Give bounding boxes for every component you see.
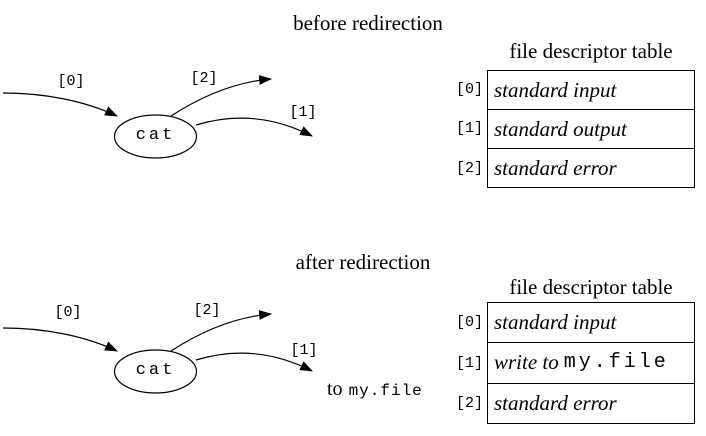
before-title: before redirection xyxy=(293,11,443,35)
stdout-arrow-after xyxy=(195,352,313,372)
stdin-arrow-after xyxy=(2,327,118,352)
fd-entry-row: standard input xyxy=(488,71,694,110)
fd-entry-mono: my.file xyxy=(563,351,669,375)
fd-index: [1] xyxy=(455,354,483,372)
redirect-target-annotation: to my.file xyxy=(327,378,423,401)
fd-entry-row: standard output xyxy=(488,110,694,149)
fd-index: [2] xyxy=(455,159,483,177)
fd-table-box: standard input standard output standard … xyxy=(487,70,695,188)
process-label-before: cat xyxy=(135,126,176,145)
fd-entry-text: standard input xyxy=(494,310,617,335)
before-diagram xyxy=(2,75,313,159)
fd-table-after: [0] [1] [2] standard input write to my.f… xyxy=(456,302,695,424)
stdin-arrow-before xyxy=(2,92,118,117)
process-label-after: cat xyxy=(135,361,176,380)
fd-entry-row: standard error xyxy=(488,384,694,423)
fd-entry-text: write to xyxy=(494,350,559,375)
fd2-label-before: [2] xyxy=(190,70,218,87)
stdout-arrow-before xyxy=(195,117,313,137)
fd-entry-text: standard error xyxy=(494,155,617,180)
fd-table-box: standard input write to my.file standard… xyxy=(487,302,695,424)
fd-entry-text: standard error xyxy=(494,390,617,415)
fd2-label-after: [2] xyxy=(193,302,221,319)
stderr-arrow-before xyxy=(170,75,273,117)
fd-index-column: [0] [1] [2] xyxy=(456,70,487,188)
fd-table-before: [0] [1] [2] standard input standard outp… xyxy=(456,70,695,188)
fd-table-title-before: file descriptor table xyxy=(509,39,673,63)
fd1-label-before: [1] xyxy=(289,104,317,121)
fd-index-column: [0] [1] [2] xyxy=(456,302,487,424)
fd0-label-after: [0] xyxy=(54,304,82,321)
fd-entry-row: write to my.file xyxy=(488,343,694,384)
after-diagram xyxy=(2,310,313,394)
fd-entry-row: standard error xyxy=(488,149,694,187)
fd-index: [0] xyxy=(455,313,483,331)
filename-text: my.file xyxy=(348,382,423,400)
fd-entry-text: standard output xyxy=(494,116,627,141)
to-text: to xyxy=(327,378,343,400)
fd-table-title-after: file descriptor table xyxy=(509,275,673,299)
stderr-arrow-after xyxy=(170,310,273,352)
fd0-label-before: [0] xyxy=(57,73,85,90)
fd-index: [2] xyxy=(455,395,483,413)
fd1-label-after: [1] xyxy=(290,342,318,359)
process-oval-before xyxy=(113,114,198,159)
fd-index: [0] xyxy=(455,81,483,99)
fd-entry-row: standard input xyxy=(488,303,694,344)
process-oval-after xyxy=(113,349,198,394)
after-title: after redirection xyxy=(295,250,431,274)
fd-entry-text: standard input xyxy=(494,77,617,102)
fd-index: [1] xyxy=(455,120,483,138)
